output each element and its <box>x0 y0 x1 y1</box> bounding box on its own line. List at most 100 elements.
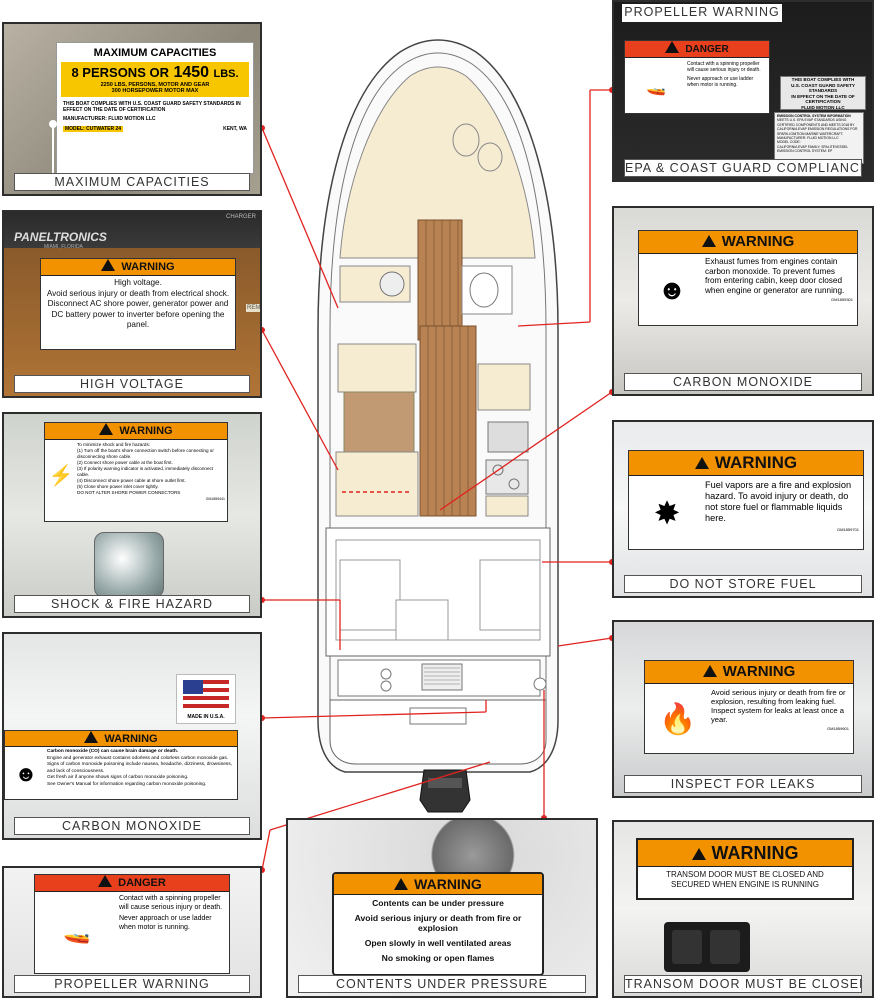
explosion-icon: ✸ <box>653 495 681 531</box>
leader-lines <box>261 89 613 871</box>
emission-control-plate: EMISSION CONTROL SYSTEM INFORMATION MEET… <box>774 112 864 164</box>
pressure-line-2: Avoid serious injury or death from fire … <box>354 913 522 933</box>
caption-high-voltage: HIGH VOLTAGE <box>14 375 250 393</box>
galley-seat <box>477 363 531 411</box>
panel-propeller-epa: PROPELLER WARNING DANGER 🚤 Contact with … <box>612 0 874 182</box>
co-left-line-4: Get fresh air if anyone shows signs of c… <box>47 775 189 780</box>
co-right-text: Exhaust fumes from engines contain carbo… <box>705 257 845 295</box>
uscg-compliance-plate: THIS BOAT COMPLIES WITH U.S. COAST GUARD… <box>780 76 866 116</box>
caption-pressure: CONTENTS UNDER PRESSURE <box>298 975 586 993</box>
co-right-warning-label: WARNING ☻ Exhaust fumes from engines con… <box>638 230 858 326</box>
rocker-switch-2[interactable] <box>710 930 740 964</box>
sink <box>379 271 405 297</box>
capacity-weight-unit: LBS. <box>213 68 239 80</box>
emission-model: MODEL CODE: <box>777 140 801 145</box>
capacity-compliance: THIS BOAT COMPLIES WITH U.S. COAST GUARD… <box>63 101 241 113</box>
co-right-code: GM1859301 <box>830 297 853 303</box>
emission-text: MEETS U.S. EPA EVAP STANDARDS USING CERT… <box>777 118 858 136</box>
pressure-header: WARNING <box>414 876 482 892</box>
cockpit-seat-port <box>339 559 401 631</box>
panel-shock-fire-hazard: WARNING ⚡ To minimize shock and fire haz… <box>2 412 262 618</box>
caption-epa: EPA & COAST GUARD COMPLIANCE <box>624 159 862 177</box>
flag-decal: MADE IN U.S.A. <box>176 674 236 724</box>
switch-panel[interactable] <box>664 922 750 972</box>
warning-triangle-icon <box>98 875 113 887</box>
fill-cap-1 <box>380 668 392 680</box>
hull-outline <box>317 39 559 773</box>
panel-transom-door: WARNING TRANSOM DOOR MUST BE CLOSED AND … <box>612 820 874 998</box>
galley-counter <box>485 495 529 517</box>
prop-left-text-2: Never approach or use ladder when motor … <box>119 915 212 931</box>
hull-inner <box>329 52 547 761</box>
fuel-code: GM1859701 <box>836 527 859 532</box>
vanity <box>339 265 411 303</box>
leaks-warning-label: WARNING 🔥 Avoid serious injury or death … <box>644 660 854 754</box>
emission-title: EMISSION CONTROL SYSTEM INFORMATION <box>777 114 851 118</box>
warning-triangle-icon <box>702 665 717 677</box>
prop-top-text-1: Contact with a spinning propeller will c… <box>687 61 761 74</box>
caption-shock-fire: SHOCK & FIRE HAZARD <box>14 595 250 613</box>
pressure-line-4: No smoking or open flames <box>381 953 495 963</box>
uscg-line-4: FLUID MOTION LLC <box>801 104 845 110</box>
electric-shock-icon: ⚡ <box>48 464 74 487</box>
warning-triangle-icon <box>99 423 114 435</box>
cockpit-seat-stbd <box>479 559 541 631</box>
shock-header: WARNING <box>119 425 173 437</box>
remote-label: REMO <box>246 304 260 312</box>
shore-power-inlet <box>94 532 164 598</box>
fire-icon: 🔥 <box>659 702 697 736</box>
capacity-yellow-band: 8 PERSONS OR 1450 LBS. 2250 LBS, PERSONS… <box>61 62 249 97</box>
warning-triangle-icon <box>394 878 409 890</box>
transom-door <box>409 707 467 725</box>
panel-do-not-store-fuel: WARNING ✸ Fuel vapors are a fire and exp… <box>612 420 874 598</box>
capacity-line-3: 300 HORSEPOWER MOTOR MAX <box>111 88 199 94</box>
capacity-weight: 1450 <box>173 64 210 81</box>
pressure-line-3: Open slowly in well ventilated areas <box>364 938 512 948</box>
caption-leaks: INSPECT FOR LEAKS <box>624 775 862 793</box>
hv-title: High voltage. <box>114 278 162 287</box>
shock-line-2: (1) Turn off the boat's shore connection… <box>77 448 214 459</box>
teak-walkway <box>419 325 477 517</box>
panel-carbon-monoxide-left: MADE IN U.S.A. WARNING ☻ Carbon monoxide… <box>2 632 262 840</box>
caption-prop-top: PROPELLER WARNING <box>622 4 782 22</box>
warning-triangle-icon <box>701 235 716 247</box>
fuel-text: Fuel vapors are a fire and explosion haz… <box>705 480 852 523</box>
pointer-stem <box>52 126 54 174</box>
uscg-line-2: U.S. COAST GUARD SAFETY STANDARDS <box>791 82 855 94</box>
panel-inspect-for-leaks: WARNING 🔥 Avoid serious injury or death … <box>612 620 874 798</box>
transom-warning-label: WARNING TRANSOM DOOR MUST BE CLOSED AND … <box>636 838 854 900</box>
hatch-2 <box>477 142 503 172</box>
uscg-line-1: THIS BOAT COMPLIES WITH <box>791 77 855 82</box>
prop-left-header: DANGER <box>118 877 166 889</box>
capacity-manufacturer: MANUFACTURER: FLUID MOTION LLC <box>63 116 156 122</box>
co-left-line-3: Signs of carbon monoxide poisoning inclu… <box>47 762 233 774</box>
shock-line-7: DO NOT ALTER SHORE POWER CONNECTORS <box>77 490 181 495</box>
co-left-line-1: Carbon monoxide (CO) can cause brain dam… <box>47 749 179 754</box>
warning-triangle-icon <box>101 259 116 271</box>
emission-family: CALIFORNIA EVAP FAMILY: SPALITEVESSEL <box>777 144 849 149</box>
leaks-text: Avoid serious injury or death from fire … <box>711 688 846 724</box>
prop-left-text-1: Contact with a spinning propeller will c… <box>119 895 223 911</box>
warning-triangle-icon <box>84 731 99 743</box>
high-voltage-warning-label: WARNING High voltage. Avoid serious inju… <box>40 258 236 350</box>
usa-flag-icon <box>183 680 229 708</box>
person-breathing-fumes-icon: ☻ <box>657 274 687 305</box>
emission-system: EMISSION CONTROL SYSTEM: EP <box>777 149 833 154</box>
caption-co-left: CARBON MONOXIDE <box>14 817 250 835</box>
co-left-warning-label: WARNING ☻ Carbon monoxide (CO) can cause… <box>4 730 238 800</box>
panel-maximum-capacities: MAXIMUM CAPACITIES 8 PERSONS OR 1450 LBS… <box>2 22 262 196</box>
shock-line-3: (2) Connect shore power cable at the boa… <box>77 460 173 465</box>
prop-top-header: DANGER <box>685 44 729 55</box>
caption-co-right: CARBON MONOXIDE <box>624 373 862 391</box>
panel-contents-under-pressure: WARNING Contents can be under pressure A… <box>286 818 598 998</box>
rocker-switch-1[interactable] <box>672 930 702 964</box>
capacity-location: KENT, WA <box>223 126 247 132</box>
capacity-model: MODEL: CUTWATER 24 <box>63 126 124 132</box>
pressure-line-1: Contents can be under pressure <box>372 898 504 908</box>
flag-caption: MADE IN U.S.A. <box>187 714 225 720</box>
warning-triangle-icon <box>694 457 709 469</box>
prop-top-text-2: Never approach or use ladder when motor … <box>687 75 754 89</box>
co-right-header: WARNING <box>721 233 795 250</box>
hv-text: Avoid serious injury or death from elect… <box>46 288 230 330</box>
prop-top-danger-label: DANGER 🚤 Contact with a spinning propell… <box>624 40 770 114</box>
